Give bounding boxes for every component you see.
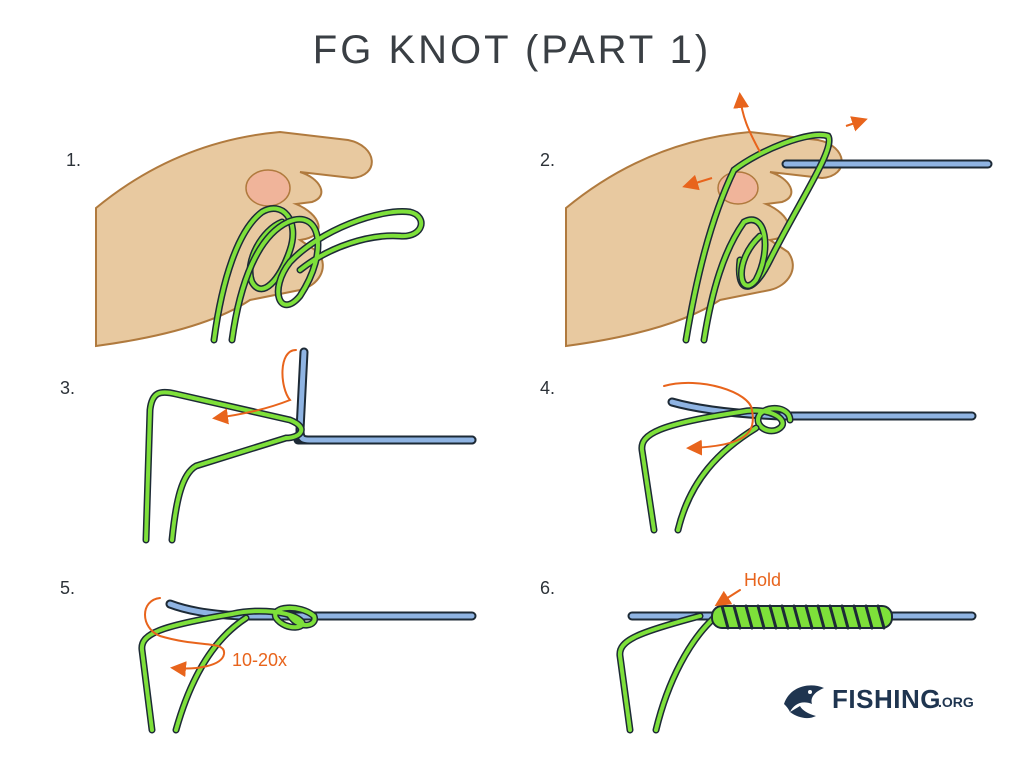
step-4-number: 4.	[540, 378, 556, 398]
step-6-number: 6.	[540, 578, 556, 598]
step-2-number: 2.	[540, 150, 556, 170]
wraps-count-label: 10-20x	[232, 650, 287, 670]
step-3-illustration	[142, 347, 477, 544]
logo-name: FISHING	[832, 684, 941, 714]
step-5-number: 5.	[60, 578, 76, 598]
logo-suffix: .ORG	[938, 694, 974, 710]
fish-icon	[784, 685, 824, 719]
fishing-org-logo: FISHING .ORG	[780, 676, 990, 726]
step-1-illustration	[95, 130, 425, 348]
page-title: FG KNOT (PART 1)	[312, 28, 712, 72]
hold-label: Hold	[744, 570, 781, 590]
step-4-illustration	[638, 381, 977, 534]
step-5-illustration	[138, 597, 477, 734]
step-6-illustration	[616, 589, 977, 734]
step-2-illustration	[565, 92, 993, 348]
step-3-number: 3.	[60, 378, 76, 398]
step-1-number: 1.	[66, 150, 82, 170]
